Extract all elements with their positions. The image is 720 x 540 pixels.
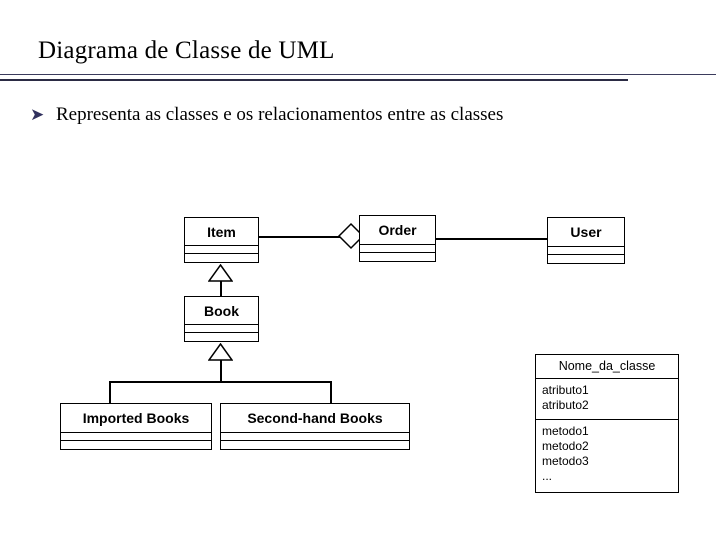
generalization-stem-book-subclasses	[220, 360, 222, 382]
generalization-stem-book-item	[220, 281, 222, 297]
uml-methods-secondhand-books	[221, 441, 409, 449]
uml-class-name-order: Order	[360, 216, 435, 245]
uml-class-imported-books[interactable]: Imported Books	[60, 403, 212, 450]
uml-methods-imported-books	[61, 441, 211, 449]
uml-methods-user	[548, 255, 624, 263]
uml-class-order[interactable]: Order	[359, 215, 436, 262]
uml-class-name-imported-books: Imported Books	[61, 404, 211, 433]
uml-class-legend: Nome_da_classe atributo1 atributo2 metod…	[535, 354, 679, 493]
bullet-item-label: Representa as classes e os relacionament…	[56, 104, 504, 125]
association-line-item-order	[259, 236, 341, 238]
association-line-order-user	[436, 238, 547, 240]
uml-methods-order	[360, 253, 435, 261]
uml-class-name-secondhand-books: Second-hand Books	[221, 404, 409, 433]
legend-methods-compartment: metodo1 metodo2 metodo3 ...	[536, 420, 678, 492]
legend-attributes-compartment: atributo1 atributo2	[536, 379, 678, 420]
legend-method-ellipsis: ...	[542, 469, 553, 483]
generalization-drop-secondhand-books	[330, 381, 332, 404]
generalization-drop-imported-books	[109, 381, 111, 404]
uml-attributes-order	[360, 245, 435, 253]
uml-class-name-item: Item	[185, 218, 258, 246]
legend-method-2: metodo2	[542, 439, 589, 453]
uml-class-secondhand-books[interactable]: Second-hand Books	[220, 403, 410, 450]
uml-class-name-user: User	[548, 218, 624, 247]
legend-attribute-1: atributo1	[542, 383, 589, 397]
arrow-bullet-icon: ➤	[30, 105, 45, 125]
uml-methods-item	[185, 254, 258, 262]
uml-methods-book	[185, 333, 258, 341]
uml-class-user[interactable]: User	[547, 217, 625, 264]
uml-attributes-secondhand-books	[221, 433, 409, 441]
uml-class-item[interactable]: Item	[184, 217, 259, 263]
uml-attributes-imported-books	[61, 433, 211, 441]
generalization-arrow-book-to-item	[208, 264, 233, 282]
legend-class-name: Nome_da_classe	[536, 355, 678, 379]
uml-attributes-item	[185, 246, 258, 254]
legend-attribute-2: atributo2	[542, 398, 589, 412]
legend-method-1: metodo1	[542, 424, 589, 438]
legend-method-3: metodo3	[542, 454, 589, 468]
title-divider-lower	[0, 79, 628, 81]
generalization-arrow-subclasses-to-book	[208, 343, 233, 361]
generalization-branch-bar	[109, 381, 331, 383]
bullet-item: ➤ Representa as classes e os relacioname…	[30, 103, 503, 127]
uml-attributes-user	[548, 247, 624, 255]
uml-attributes-book	[185, 325, 258, 333]
page-title: Diagrama de Classe de UML	[38, 37, 335, 64]
uml-class-name-book: Book	[185, 297, 258, 325]
title-divider-upper	[0, 74, 716, 75]
uml-class-book[interactable]: Book	[184, 296, 259, 342]
